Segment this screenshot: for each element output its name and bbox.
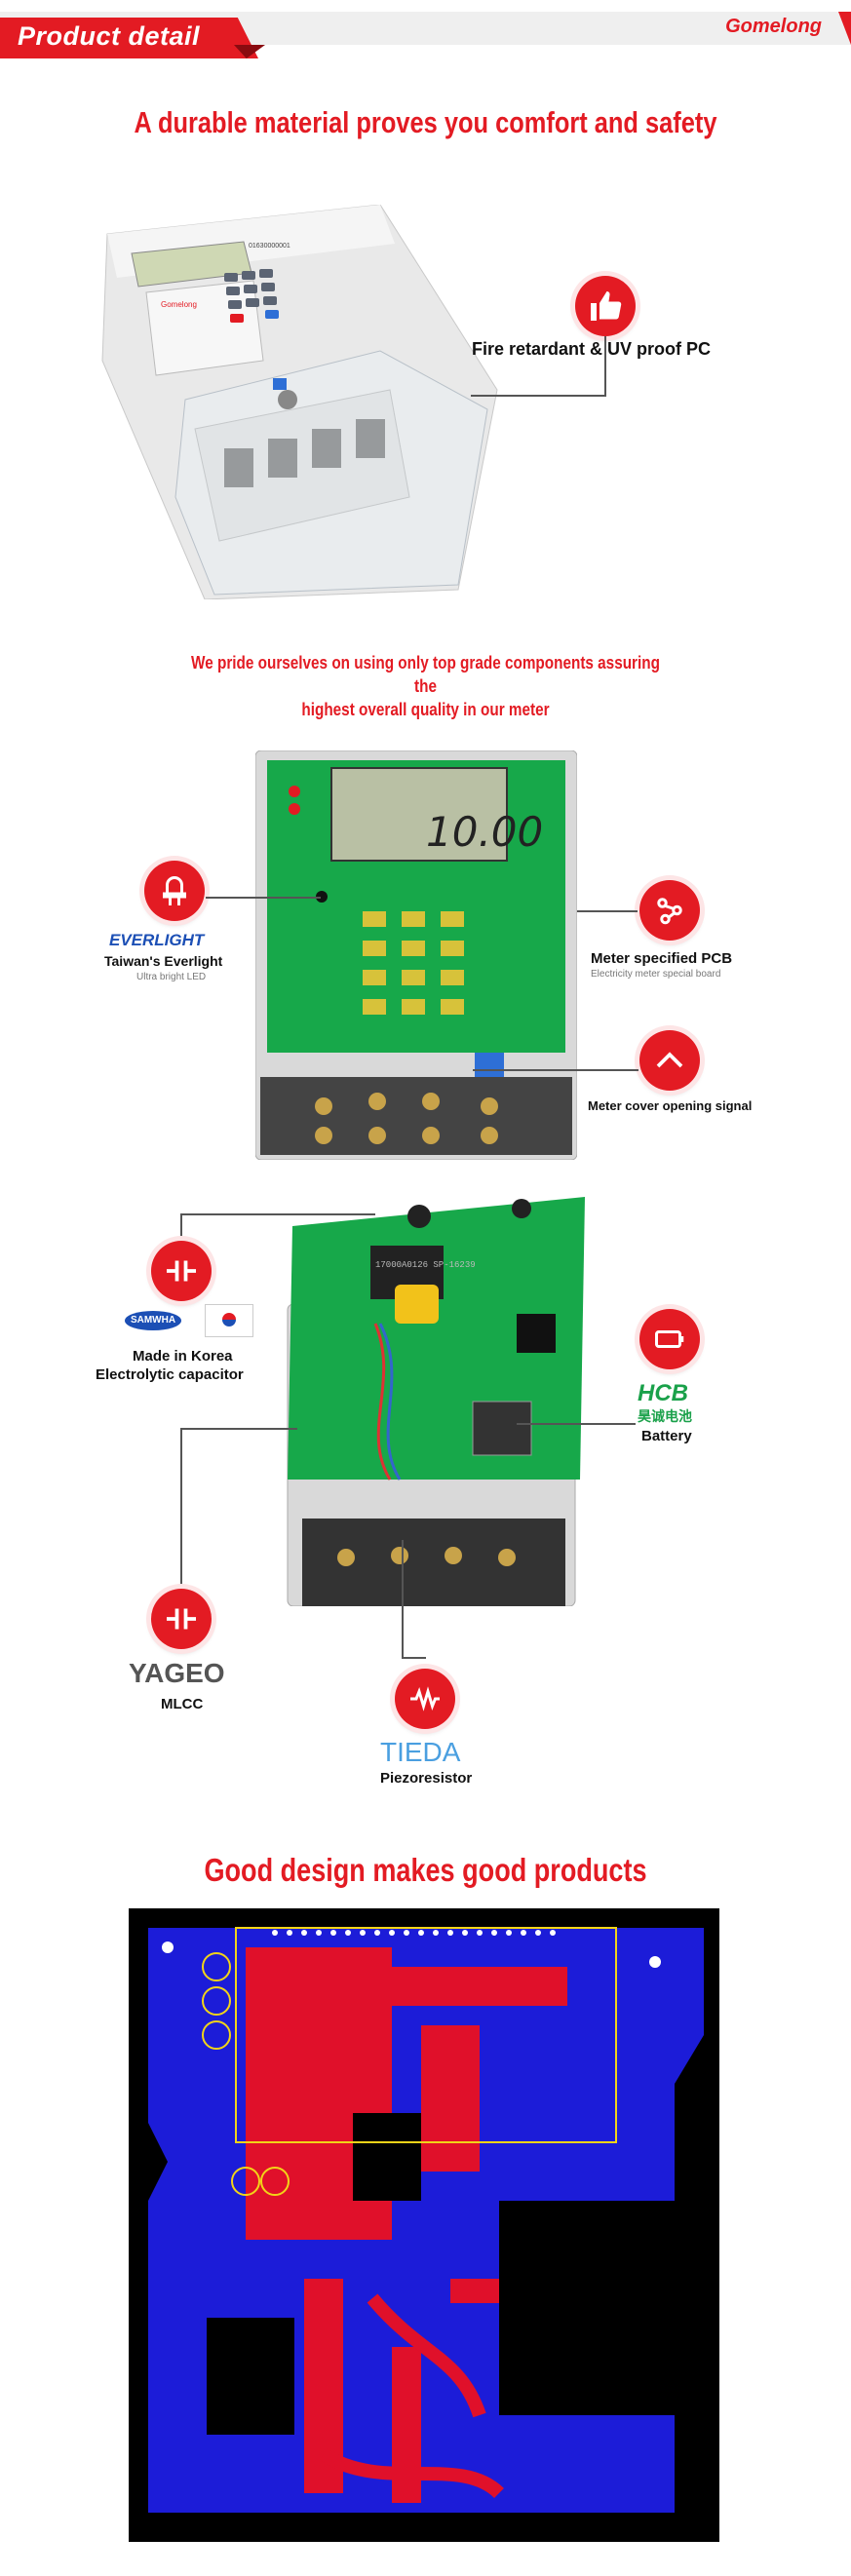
callout-pcb-sub: Electricity meter special board [591,969,721,980]
callout-mlcc-label: MLCC [161,1696,204,1712]
callout-led-sub: Ultra bright LED [136,972,207,982]
yageo-logo: YAGEO [129,1658,225,1688]
header-tab [0,18,258,58]
connector-line [180,1428,182,1589]
meter-logo: Gomelong [161,300,197,309]
lcd-reading: 10.00 [426,808,543,856]
mlcc-badge [151,1589,212,1649]
cover-signal-badge [639,1030,700,1091]
pcb-badge [639,880,700,941]
led-icon [163,876,186,905]
pcb-back-image: 17000A0126 SP-16239 [287,1197,585,1606]
page-title: Product detail [18,21,201,51]
connector-line [471,395,606,397]
callout-battery-label: Battery [641,1428,692,1444]
connector-line [402,1540,404,1659]
connector-line [604,336,606,397]
everlight-logo: EVERLIGHT [109,931,205,949]
tagline-line-1: We pride ourselves on using only top gra… [191,653,660,696]
piezo-badge [395,1669,455,1729]
callout-piezo-label: Piezoresistor [380,1770,473,1787]
meter-serial: 01630000001 [249,243,290,250]
battery-badge [639,1309,700,1369]
thumbs-up-badge [575,276,636,336]
connector-line [180,1213,375,1215]
thumbs-up-icon [591,291,622,321]
brand-logo: Gomelong [725,16,822,37]
callout-led-label: Taiwan's Everlight [104,953,223,969]
section-heading-good-design: Good design makes good products [204,1852,647,1888]
connector-line [473,1069,638,1071]
resistor-icon [410,1686,440,1711]
quality-tagline: We pride ourselves on using only top gra… [188,651,663,721]
section-heading-durable: A durable material proves you comfort an… [134,105,717,139]
hcb-logo: HCB [638,1380,688,1406]
capacitor-icon [167,1260,196,1282]
callout-capacitor-label-2: Electrolytic capacitor [96,1366,244,1383]
pcb-front-image: 10.00 [255,750,577,1160]
chevron-up-icon [656,1052,683,1068]
connector-line [180,1428,297,1430]
circuit-icon [657,898,682,925]
callout-fire-retardant: Fire retardant & UV proof PC [472,339,712,359]
connector-line [402,1657,426,1659]
connector-line [517,1423,636,1425]
transformer-label: 17000A0126 SP-16239 [375,1260,476,1270]
samwha-logo: SAMWHA [125,1311,181,1330]
meter-product-image: Gomelong 01630000001 [101,205,498,599]
capacitor-icon [167,1608,196,1630]
callout-pcb-label: Meter specified PCB [591,950,733,967]
connector-line [206,897,321,899]
korea-flag-icon [205,1304,253,1337]
connector-line [180,1213,182,1252]
tagline-line-2: highest overall quality in our meter [301,700,550,719]
connector-line [577,910,638,912]
capacitor-badge [151,1241,212,1301]
tieda-logo: TIEDA [380,1737,461,1767]
callout-cover-label: Meter cover opening signal [588,1098,753,1113]
pcb-layout-image [129,1908,719,2542]
led-badge [144,861,205,921]
hcb-logo-cn: 昊诚电池 [638,1409,692,1425]
callout-capacitor-label-1: Made in Korea [133,1348,233,1365]
battery-icon [655,1330,684,1348]
